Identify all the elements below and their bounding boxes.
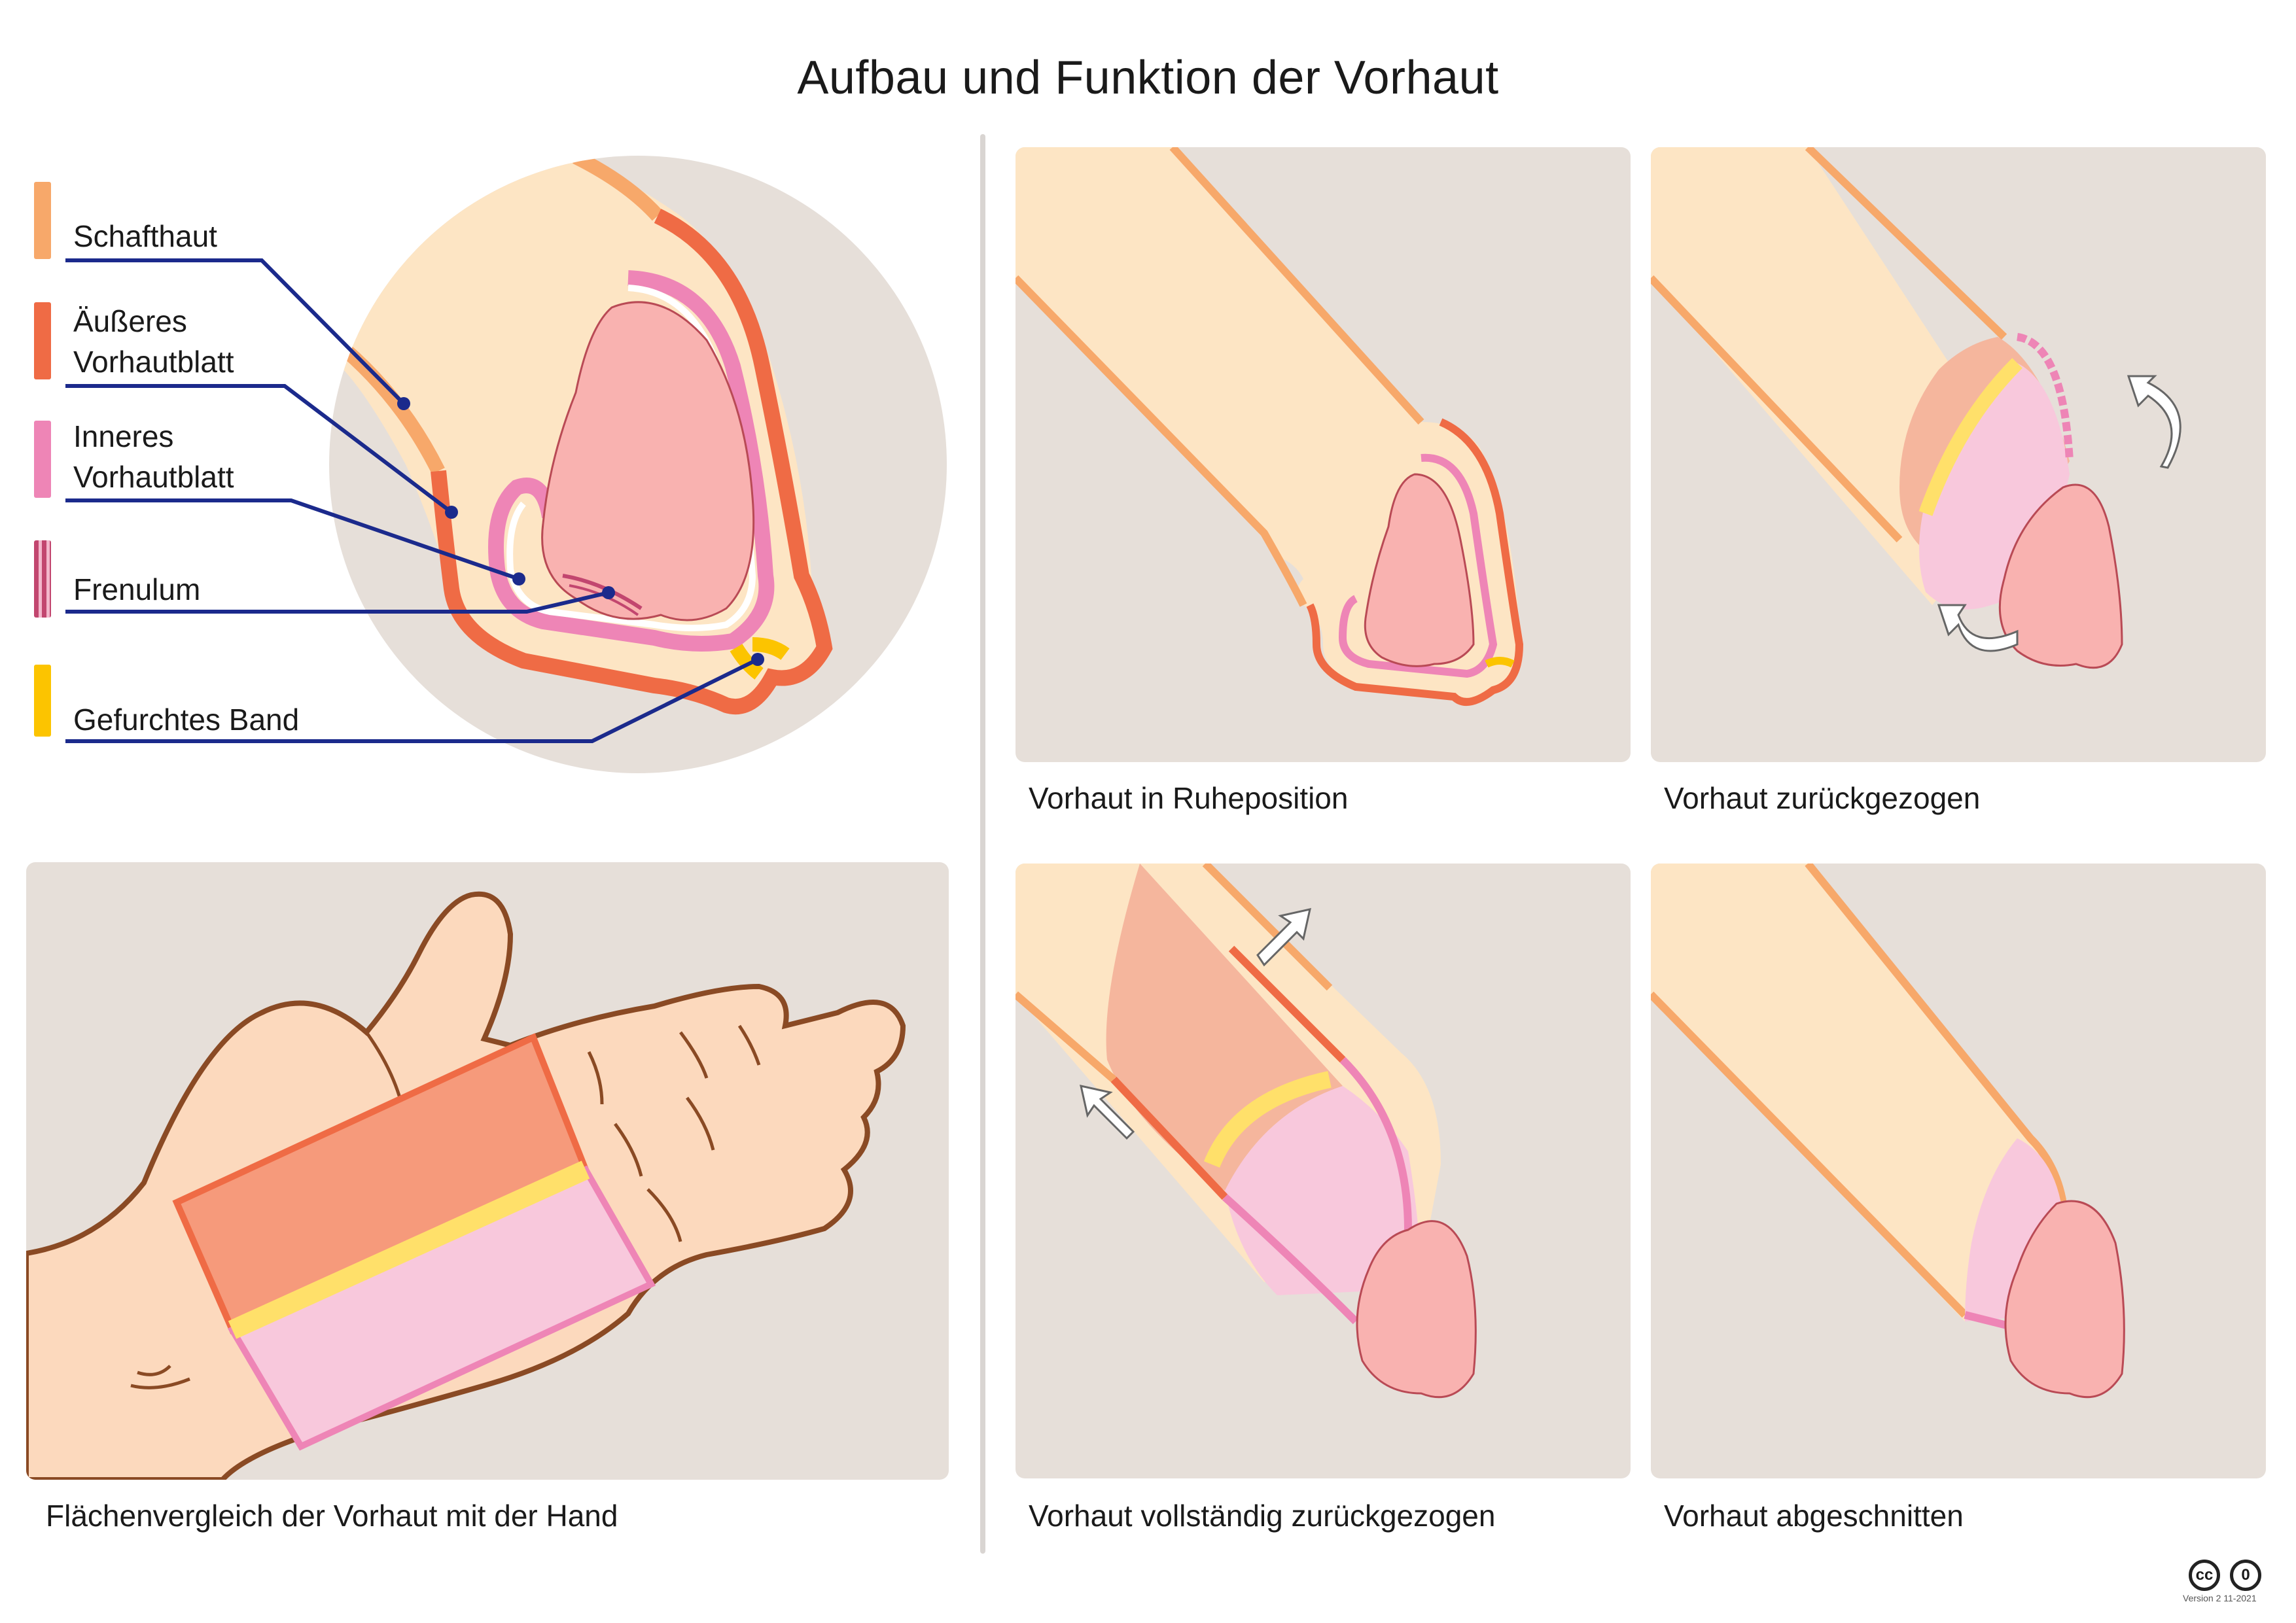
shaft-skin-line-lower bbox=[329, 334, 445, 474]
caption-full: Vorhaut vollständig zurückgezogen bbox=[1029, 1499, 1496, 1533]
hand-creases bbox=[130, 1024, 761, 1389]
ridged-band-lower bbox=[730, 644, 764, 680]
caption-cut: Vorhaut abgeschnitten bbox=[1664, 1499, 1964, 1533]
cut-shaft-line-lower bbox=[1651, 991, 1968, 1318]
full-shaft-line-lower bbox=[1016, 991, 1116, 1083]
rotate-arrow-icon-top bbox=[2127, 375, 2181, 469]
full-glans bbox=[1356, 1220, 1477, 1399]
arrow-icon-upper bbox=[1256, 908, 1311, 967]
rest-shaft-line-lower bbox=[1016, 275, 1307, 607]
legend-swatch-shaft-skin bbox=[34, 182, 51, 259]
full-outer-fold bbox=[1106, 864, 1343, 1191]
retracted-shaft-line-lower bbox=[1651, 275, 1903, 543]
pointer-dot-shaft-skin bbox=[397, 397, 410, 410]
caption-rest: Vorhaut in Ruheposition bbox=[1029, 781, 1349, 815]
version-label: Version 2 11-2021 bbox=[2183, 1593, 2257, 1603]
legend-label-shaft-skin: Schafthaut bbox=[73, 219, 217, 253]
shaft-skin-line-upper bbox=[573, 156, 663, 221]
panel-fully-retracted bbox=[1016, 864, 1631, 1478]
ridged-band-area bbox=[228, 1161, 590, 1339]
cut-shaft-line-upper bbox=[1805, 864, 2067, 1205]
panel-circumcised bbox=[1651, 864, 2266, 1478]
caption-retracted: Vorhaut zurückgezogen bbox=[1664, 781, 1981, 815]
retracted-shaft-line-upper bbox=[1805, 147, 2007, 340]
retracted-glans bbox=[1998, 483, 2123, 669]
pointer-dot-outer-foreskin bbox=[445, 506, 458, 519]
cut-glans bbox=[2004, 1200, 2125, 1399]
full-inner-line bbox=[1222, 1194, 1359, 1325]
legend-swatch-inner-foreskin bbox=[34, 421, 51, 498]
rest-shaft-line-upper bbox=[1169, 147, 1424, 425]
cc-zero-icon: 0 bbox=[2230, 1560, 2261, 1591]
cut-shaft bbox=[1651, 864, 2057, 1321]
ridged-band-upper bbox=[752, 637, 790, 661]
pointer-outer-foreskin bbox=[65, 384, 453, 514]
pointer-dot-frenulum bbox=[602, 586, 615, 599]
legend-label-frenulum: Frenulum bbox=[73, 572, 201, 606]
legend-swatch-ridged-band bbox=[34, 665, 51, 737]
legend-label-outer-foreskin: Äußeres Vorhautblatt bbox=[73, 304, 234, 379]
anatomy-cross-section bbox=[65, 156, 947, 773]
full-ridged-band bbox=[1203, 1071, 1332, 1168]
retracted-ridged-band bbox=[1918, 358, 2022, 516]
pointer-shaft-skin bbox=[65, 258, 406, 406]
rest-glans bbox=[1364, 473, 1475, 667]
full-outer-line-lower bbox=[1110, 1076, 1228, 1200]
glans bbox=[541, 301, 755, 621]
pointer-dot-ridged-band bbox=[751, 653, 764, 666]
page-title: Aufbau und Funktion der Vorhaut bbox=[797, 52, 1499, 104]
vertical-divider bbox=[980, 134, 985, 1554]
arrow-icon-lower bbox=[1080, 1085, 1135, 1140]
rest-outer-foreskin bbox=[1306, 418, 1524, 706]
legend-swatch-outer-foreskin bbox=[34, 302, 51, 379]
frenulum-lines-1 bbox=[562, 574, 643, 610]
pointer-dot-inner-foreskin bbox=[512, 572, 525, 585]
panel-hand-comparison bbox=[26, 862, 949, 1480]
panel-retracted bbox=[1651, 147, 2266, 762]
legend-swatch-frenulum bbox=[34, 540, 51, 618]
full-shaft-line-upper bbox=[1202, 864, 1333, 991]
caption-hand: Flächenvergleich der Vorhaut mit der Han… bbox=[46, 1499, 618, 1533]
full-inner-line-upper bbox=[1339, 1056, 1412, 1230]
rest-ridged-band bbox=[1485, 657, 1515, 668]
pointer-inner-foreskin bbox=[65, 498, 520, 581]
full-outer-line-upper bbox=[1228, 945, 1346, 1063]
pointer-frenulum bbox=[65, 591, 609, 614]
legend-label-inner-foreskin: Inneres Vorhautblatt bbox=[73, 419, 234, 494]
rest-inner-foreskin bbox=[1338, 453, 1498, 678]
legend-label-ridged-band: Gefurchtes Band bbox=[73, 703, 300, 737]
pointer-ridged-band bbox=[65, 657, 759, 743]
inner-foreskin-line bbox=[488, 270, 775, 652]
cc-license-icon: cc bbox=[2189, 1560, 2220, 1591]
panel-rest-position bbox=[1016, 147, 1631, 762]
rotate-arrow-icon-bottom bbox=[1937, 604, 2019, 652]
